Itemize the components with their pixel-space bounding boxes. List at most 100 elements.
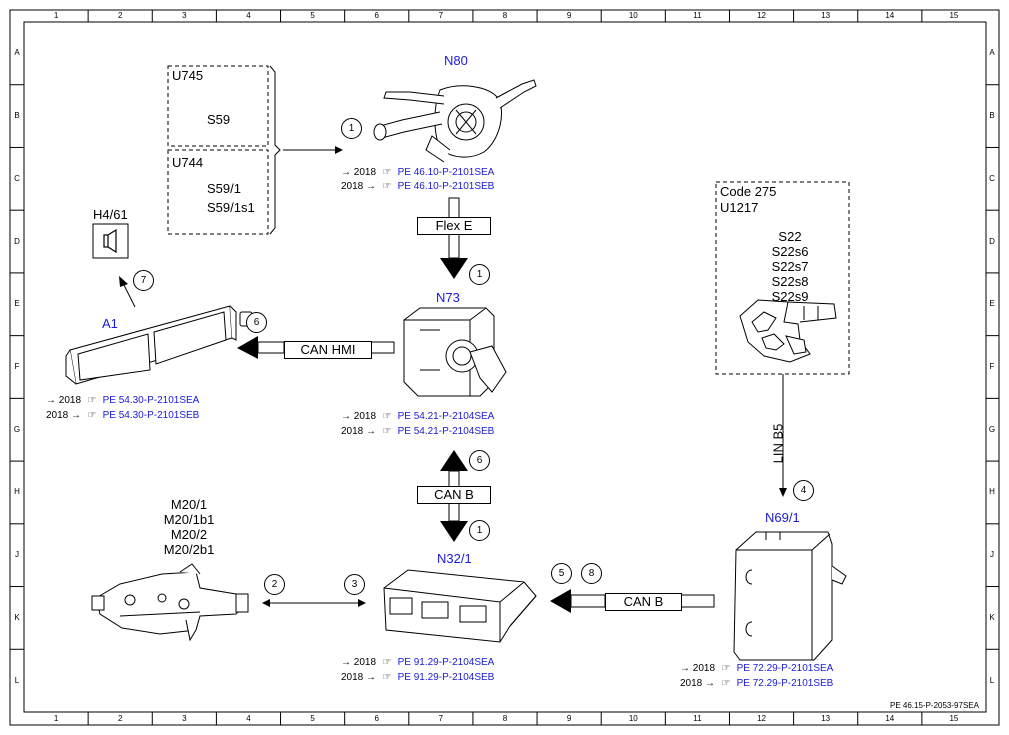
can-b-horizontal-arrowhead: [550, 589, 571, 613]
grid-column-label: 12: [757, 11, 766, 20]
can-hmi-arrowhead: [237, 336, 258, 359]
grid-column-label: 8: [502, 714, 508, 723]
m20-label: M20/1: [170, 497, 208, 512]
seat-item: S22: [778, 229, 802, 244]
grid-column-label: 13: [821, 714, 831, 723]
a1-ref-sea[interactable]: → 2018 ☞ PE 54.30-P-2101SEA: [46, 395, 199, 407]
grid-column-label: 4: [246, 11, 251, 20]
pointing-hand-icon: ☞: [382, 426, 392, 437]
n73-ref-seb[interactable]: 2018 → ☞ PE 54.21-P-2104SEB: [341, 426, 494, 438]
ref-code: PE 91.29-P-2104SEB: [397, 672, 495, 683]
ref-code: PE 72.29-P-2101SEB: [736, 678, 834, 689]
a1-to-h4-line: [122, 282, 136, 308]
switch-group-brace: [269, 65, 281, 235]
grid-column-label: 3: [182, 714, 187, 723]
grid-row-label: L: [989, 675, 995, 685]
grid-column-label: 9: [566, 714, 572, 723]
n32-1-label: N32/1: [437, 551, 472, 566]
grid-row-label: E: [989, 299, 995, 309]
marker-2: 2: [264, 574, 285, 595]
marker-5: 5: [551, 563, 572, 584]
grid-column-label: 12: [757, 714, 766, 723]
n80-ref-seb[interactable]: 2018 → ☞ PE 46.10-P-2101SEB: [341, 181, 494, 193]
marker-1: 1: [341, 118, 362, 139]
n32-1-illustration: [383, 569, 537, 643]
grid-column-label: 11: [693, 714, 702, 723]
lin-b5-arrowhead: [779, 488, 787, 497]
grid-column-label: 3: [182, 11, 187, 20]
grid-row-label: K: [14, 612, 20, 622]
pointing-hand-icon: ☞: [382, 411, 392, 422]
grid-column-label: 8: [502, 11, 508, 20]
can-hmi-label: CAN HMI: [284, 341, 372, 359]
a1-to-h4-arrowhead: [119, 276, 128, 287]
m20-label: M20/1b1: [163, 512, 215, 527]
pointing-hand-icon: ☞: [382, 657, 392, 668]
m20-label: M20/2b1: [163, 542, 215, 557]
ref-year: → 2018: [680, 663, 716, 674]
grid-column-label: 2: [117, 714, 123, 723]
can-b-vertical-label: CAN B: [417, 486, 491, 504]
marker-6: 6: [246, 312, 267, 333]
pointing-hand-icon: ☞: [382, 181, 392, 192]
grid-row-label: G: [13, 424, 21, 434]
grid-row-label: J: [990, 550, 994, 560]
grid-row-label: D: [14, 236, 20, 246]
grid-row-label: K: [989, 612, 995, 622]
ref-year: 2018 →: [341, 672, 377, 683]
grid-row-label: C: [14, 173, 20, 183]
switch-to-n80-arrowhead: [335, 146, 343, 154]
h4-61-box: [92, 223, 129, 259]
ref-year: 2018 →: [46, 410, 82, 421]
pointing-hand-icon: ☞: [721, 663, 731, 674]
grid-column-label: 15: [949, 11, 959, 20]
grid-ticks: [10, 10, 999, 725]
n80-ref-sea[interactable]: → 2018 ☞ PE 46.10-P-2101SEA: [341, 167, 494, 179]
grid-column-label: 4: [246, 714, 251, 723]
grid-row-label: F: [989, 362, 995, 371]
ref-year: 2018 →: [680, 678, 716, 689]
marker-8: 8: [581, 563, 602, 584]
marker-7: 7: [133, 270, 154, 291]
h4-61-label: H4/61: [93, 207, 128, 222]
seat-group-box: [715, 181, 850, 375]
grid-column-label: 5: [310, 714, 315, 723]
pointing-hand-icon: ☞: [87, 395, 97, 406]
pointing-hand-icon: ☞: [382, 167, 392, 178]
ref-code: PE 54.30-P-2101SEB: [102, 410, 200, 421]
pointing-hand-icon: ☞: [87, 410, 97, 421]
a1-ref-seb[interactable]: 2018 → ☞ PE 54.30-P-2101SEB: [46, 410, 199, 422]
n73-ref-sea[interactable]: → 2018 ☞ PE 54.21-P-2104SEA: [341, 411, 494, 423]
ref-year: 2018 →: [341, 426, 377, 437]
grid-column-label: 1: [53, 11, 59, 20]
outer-frame: [9, 9, 1000, 726]
ref-code: PE 91.29-P-2104SEA: [397, 657, 495, 668]
u745-title: U745: [172, 68, 204, 83]
flex-e-label: Flex E: [417, 217, 491, 235]
grid-row-label: J: [15, 550, 19, 560]
grid-column-label: 6: [374, 11, 379, 20]
grid-column-label: 9: [566, 11, 572, 20]
grid-column-label: 1: [53, 714, 59, 723]
u744-item: S59/1s1: [207, 200, 255, 215]
lin-b5-label: LIN B5: [770, 423, 786, 464]
grid-row-label: A: [989, 48, 995, 58]
marker-3: 3: [344, 574, 365, 595]
m20-n32-arrowhead-right: [358, 599, 366, 607]
n69-1-ref-sea[interactable]: → 2018 ☞ PE 72.29-P-2101SEA: [680, 663, 833, 675]
speaker-icon: [103, 228, 117, 254]
seat-item: S22s6: [771, 244, 809, 259]
n32-1-ref-sea[interactable]: → 2018 ☞ PE 91.29-P-2104SEA: [341, 657, 494, 669]
n32-1-ref-seb[interactable]: 2018 → ☞ PE 91.29-P-2104SEB: [341, 672, 494, 684]
grid-column-label: 10: [628, 11, 638, 20]
n69-1-label: N69/1: [765, 510, 800, 525]
grid-column-label: 5: [310, 11, 315, 20]
grid-row-label: C: [989, 173, 995, 183]
grid-row-label: D: [989, 236, 995, 246]
seat-group-title: U1217: [720, 200, 759, 215]
n73-illustration: [403, 307, 507, 397]
ref-code: PE 46.10-P-2101SEA: [397, 167, 495, 178]
n69-1-ref-seb[interactable]: 2018 → ☞ PE 72.29-P-2101SEB: [680, 678, 833, 690]
seat-group-title: Code 275: [720, 184, 777, 199]
